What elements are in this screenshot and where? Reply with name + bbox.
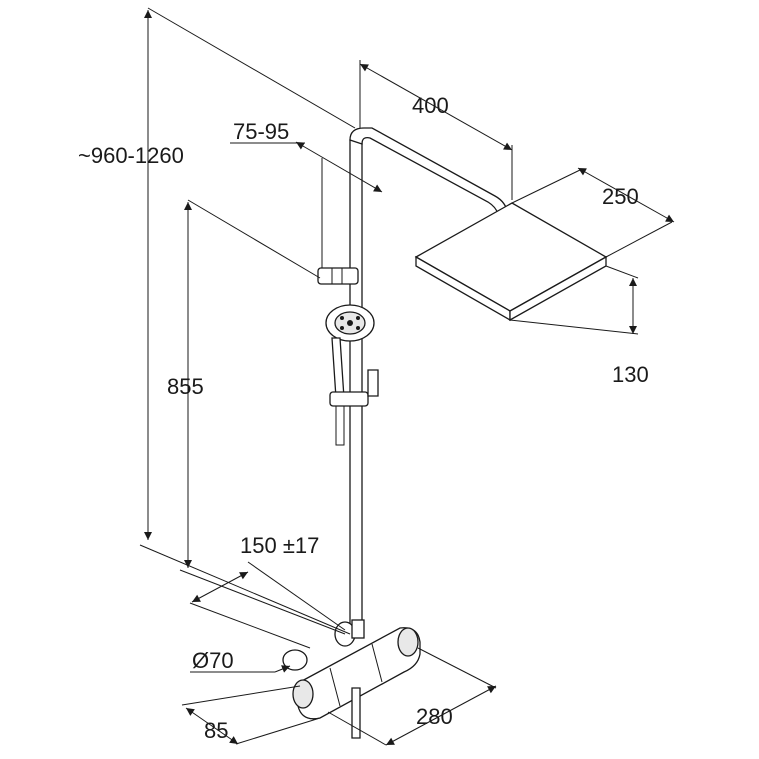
label-head-width: 250 <box>602 184 639 209</box>
dim-arm-length <box>359 60 513 200</box>
label-escutcheon-diameter: Ø70 <box>192 648 234 673</box>
label-total-height: ~960-1260 <box>78 143 184 168</box>
label-head-depth: 130 <box>612 362 649 387</box>
label-arm-length: 400 <box>412 93 449 118</box>
dim-wall-projection <box>181 685 321 745</box>
label-wall-projection: 85 <box>204 718 228 743</box>
label-connection-spacing: 150 ±17 <box>240 533 319 558</box>
thermostat-mixer <box>282 619 421 739</box>
hand-shower <box>325 304 379 446</box>
dim-head-depth <box>509 265 639 335</box>
riser-pipe <box>349 139 363 631</box>
label-wall-offset: 75-95 <box>233 119 289 144</box>
label-handshower-height: 855 <box>167 374 204 399</box>
label-mixer-width: 280 <box>416 704 453 729</box>
wall-bracket <box>317 267 359 285</box>
dim-escutcheon-diameter <box>190 665 291 673</box>
dim-wall-offset <box>230 141 383 268</box>
dim-handshower-height <box>179 199 346 635</box>
dim-head-width <box>511 167 675 258</box>
dim-connection-spacing <box>189 561 346 649</box>
dim-mixer-width <box>327 647 497 746</box>
overhead-shower-head <box>414 202 608 322</box>
